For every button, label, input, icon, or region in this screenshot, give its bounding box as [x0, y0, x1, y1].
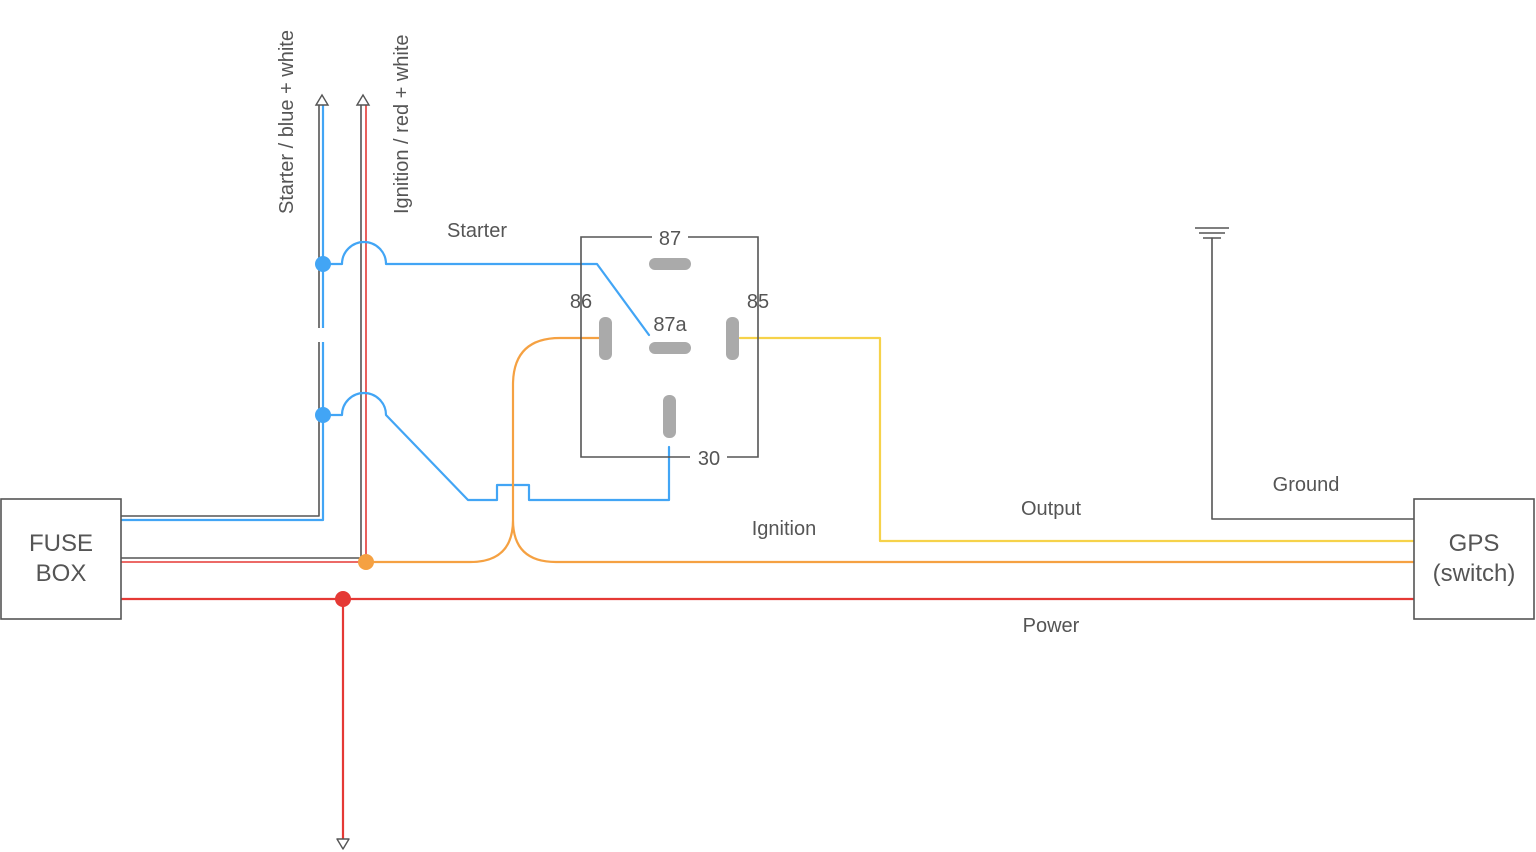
gps-box-label-line2: (switch)	[1433, 560, 1516, 587]
relay-outline	[580, 236, 759, 458]
relay-contact-85	[726, 317, 739, 360]
starter-junction-dot-bottom	[315, 407, 331, 423]
relay-pin-87a: 87a	[653, 314, 687, 336]
gps-box-border	[1413, 498, 1535, 620]
ignition-vertical-label: Ignition / red + white	[391, 34, 413, 214]
ground-symbol-icon	[1195, 227, 1229, 239]
relay-pin-87: 87	[659, 228, 681, 250]
relay-pin-86: 86	[570, 291, 592, 313]
fuse-box-label-line1: FUSE	[29, 530, 93, 557]
starter-wire-gap	[315, 328, 331, 342]
starter-wire-bottom	[321, 391, 671, 502]
relay: 87 86 85 87a 30	[570, 228, 769, 470]
starter-vertical-label: Starter / blue + white	[276, 30, 298, 214]
ignition-arrow-icon	[355, 93, 371, 106]
power-junction-dot	[335, 591, 351, 607]
power-arrow-icon	[336, 838, 350, 850]
ground-wire-label: Ground	[1273, 474, 1340, 496]
relay-contact-87a	[649, 342, 691, 354]
fuse-box-label-line2: BOX	[36, 560, 87, 587]
fuse-box-border	[0, 498, 122, 620]
starter-vertical-gray-wire	[119, 101, 320, 517]
relay-contact-87	[649, 258, 691, 270]
power-wire-label: Power	[1023, 615, 1080, 637]
starter-junction-dot-top	[315, 256, 331, 272]
gps-box: GPS (switch)	[1413, 498, 1535, 620]
starter-vertical-wire	[118, 100, 325, 522]
relay-contact-86	[599, 317, 612, 360]
relay-pin-30: 30	[698, 448, 720, 470]
ignition-wire	[364, 336, 1416, 564]
gps-box-label-line1: GPS	[1449, 530, 1500, 557]
ignition-junction-dot	[358, 554, 374, 570]
relay-contact-30	[663, 395, 676, 438]
fuse-box: FUSE BOX	[0, 498, 122, 620]
starter-wire-top	[321, 240, 651, 337]
relay-pin-85: 85	[747, 291, 769, 313]
starter-arrow-icon	[314, 93, 330, 106]
output-wire	[738, 336, 1416, 543]
output-wire-label: Output	[1021, 498, 1081, 520]
starter-wire-label: Starter	[447, 220, 507, 242]
ground-wire	[1211, 237, 1415, 520]
ignition-wire-label: Ignition	[752, 518, 817, 540]
